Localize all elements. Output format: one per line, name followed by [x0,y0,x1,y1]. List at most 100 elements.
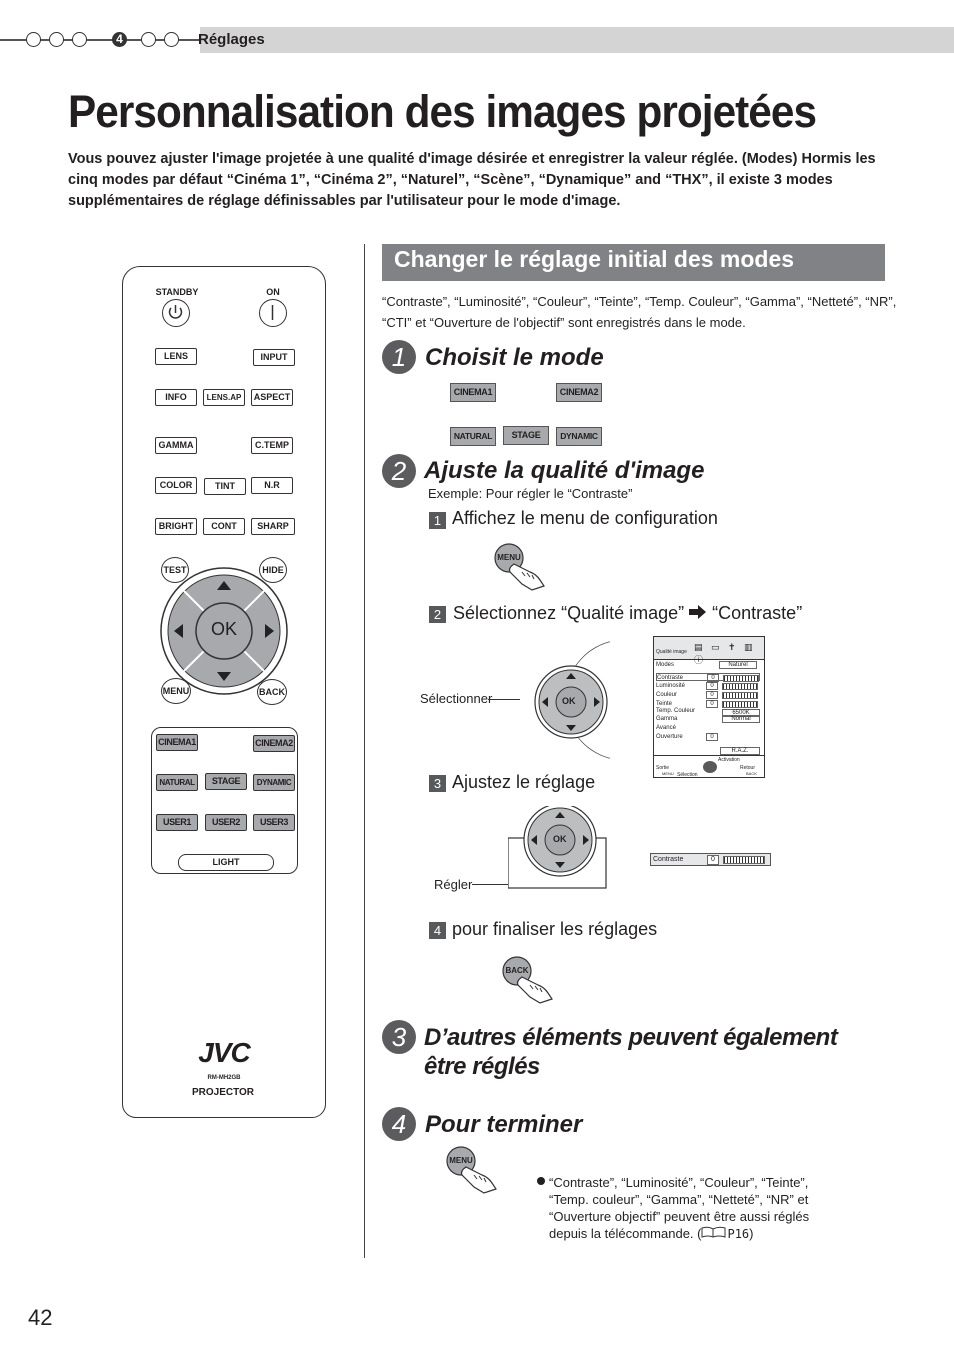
natural-button[interactable]: NATURAL [156,774,198,791]
color-button[interactable]: COLOR [155,477,197,494]
sharp-button[interactable]: SHARP [251,518,295,535]
osd-tab-icons: ▤ ▭ ✝ ▥ ⓘ [694,642,756,665]
jvc-logo: JVC [198,1037,250,1068]
cont-button[interactable]: CONT [203,518,245,535]
step-2-example: Exemple: Pour régler le “Contraste” [428,486,633,501]
note-body: “Contraste”, “Luminosité”, “Couleur”, “T… [549,1175,810,1241]
note-bullet [537,1177,545,1185]
info-button[interactable]: INFO [155,389,197,406]
power-icon [168,305,183,319]
standby-label: STANDBY [155,287,199,297]
header-band [200,27,954,53]
step-3-badge: 3 [382,1020,416,1054]
on-button[interactable] [259,299,287,327]
osd-nav-icon [703,761,717,773]
adjust-label: Régler [434,877,473,892]
section-heading: Changer le réglage initial des modes [382,244,885,281]
note-page-ref[interactable]: P16 [727,1227,750,1241]
menu-finish-press-label: MENU [449,1156,473,1165]
tint-button[interactable]: TINT [204,478,246,495]
osd-return: Retour [740,765,756,771]
stage-mode-button[interactable]: STAGE [503,426,549,445]
chapter-dot-3 [72,32,87,47]
chapter-dot-current: 4 [112,32,127,47]
light-button[interactable]: LIGHT [178,854,274,871]
osd-activation: Activation [718,757,740,763]
back-button[interactable]: BACK [257,679,287,705]
chapter-dot-6 [164,32,179,47]
menu-finish-press-icon [446,1146,497,1194]
adjust-dial-illustration [508,806,607,889]
book-reference-icon [701,1226,726,1238]
substep-3-text: Ajustez le réglage [452,772,596,792]
navigation-pad[interactable] [159,565,289,697]
user3-button[interactable]: USER3 [253,814,295,831]
test-button[interactable]: TEST [161,557,189,583]
aspect-button[interactable]: ASPECT [251,389,293,406]
input-button[interactable]: INPUT [253,349,295,366]
osd-row-advanced: Avancé [656,725,676,731]
standby-button[interactable] [162,299,190,327]
header-rule [0,39,200,41]
back-press-label: BACK [505,966,529,975]
substep-1-number: 1 [429,512,446,529]
picture-modes-panel: CINEMA1 CINEMA2 NATURAL STAGE DYNAMIC US… [151,727,298,874]
dynamic-button[interactable]: DYNAMIC [253,774,295,791]
menu-button[interactable]: MENU [161,678,191,704]
cinema1-button[interactable]: CINEMA1 [156,734,198,751]
step-2-title: Ajuste la qualité d'image [424,457,705,484]
intro-text: Vous pouvez ajuster l'image projetée à u… [68,151,876,209]
user1-button[interactable]: USER1 [156,814,198,831]
lens-button[interactable]: LENS [155,348,197,365]
c-temp-button[interactable]: C.TEMP [251,437,293,454]
cinema2-mode-button[interactable]: CINEMA2 [556,383,602,402]
contrast-slider: Contraste 0 [650,853,771,866]
contrast-slider-label: Contraste [653,856,684,863]
cinema2-button[interactable]: CINEMA2 [253,735,295,752]
osd-exit-key: MENU [662,771,674,776]
section-title: Réglages [198,31,265,48]
select-dial-ok: OK [562,696,576,706]
osd-exit: Sortie [656,765,670,771]
adjust-leader-line [472,884,508,885]
note-text: “Contraste”, “Luminosité”, “Couleur”, “T… [549,1174,849,1243]
chapter-dot-1 [26,32,41,47]
adjust-dial-ok: OK [553,834,567,844]
select-dial-illustration [534,641,611,759]
osd-return-key: BACK [746,771,757,776]
substep-1-text: Affichez le menu de configuration [452,508,718,528]
dynamic-mode-button[interactable]: DYNAMIC [556,427,602,446]
contrast-slider-track [723,856,765,864]
step-2-badge: 2 [382,454,416,488]
osd-tab-label: Qualité image [656,649,687,655]
page-number: 42 [28,1305,53,1330]
note-close: ) [749,1226,754,1241]
back-press-icon [502,956,553,1004]
nr-button[interactable]: N.R [251,477,293,494]
column-divider [364,244,365,1258]
step-4-badge: 4 [382,1107,416,1141]
menu-press-icon [494,543,545,591]
natural-mode-button[interactable]: NATURAL [450,427,496,446]
step-3-title: D’autres éléments peuvent également être… [424,1024,838,1080]
substep-4-number: 4 [429,922,446,939]
osd-selection: Sélection [677,772,698,778]
step-4-title: Pour terminer [425,1111,583,1138]
substep-3-number: 3 [429,775,446,792]
step-1-badge: 1 [382,340,416,374]
gamma-button[interactable]: GAMMA [155,437,197,454]
lens-ap-button[interactable]: LENS.AP [203,389,245,406]
cinema1-mode-button[interactable]: CINEMA1 [450,383,496,402]
stage-button[interactable]: STAGE [205,773,247,790]
user2-button[interactable]: USER2 [205,814,247,831]
step-1-title: Choisit le mode [425,344,604,371]
hide-button[interactable]: HIDE [259,557,287,583]
bright-button[interactable]: BRIGHT [155,518,197,535]
